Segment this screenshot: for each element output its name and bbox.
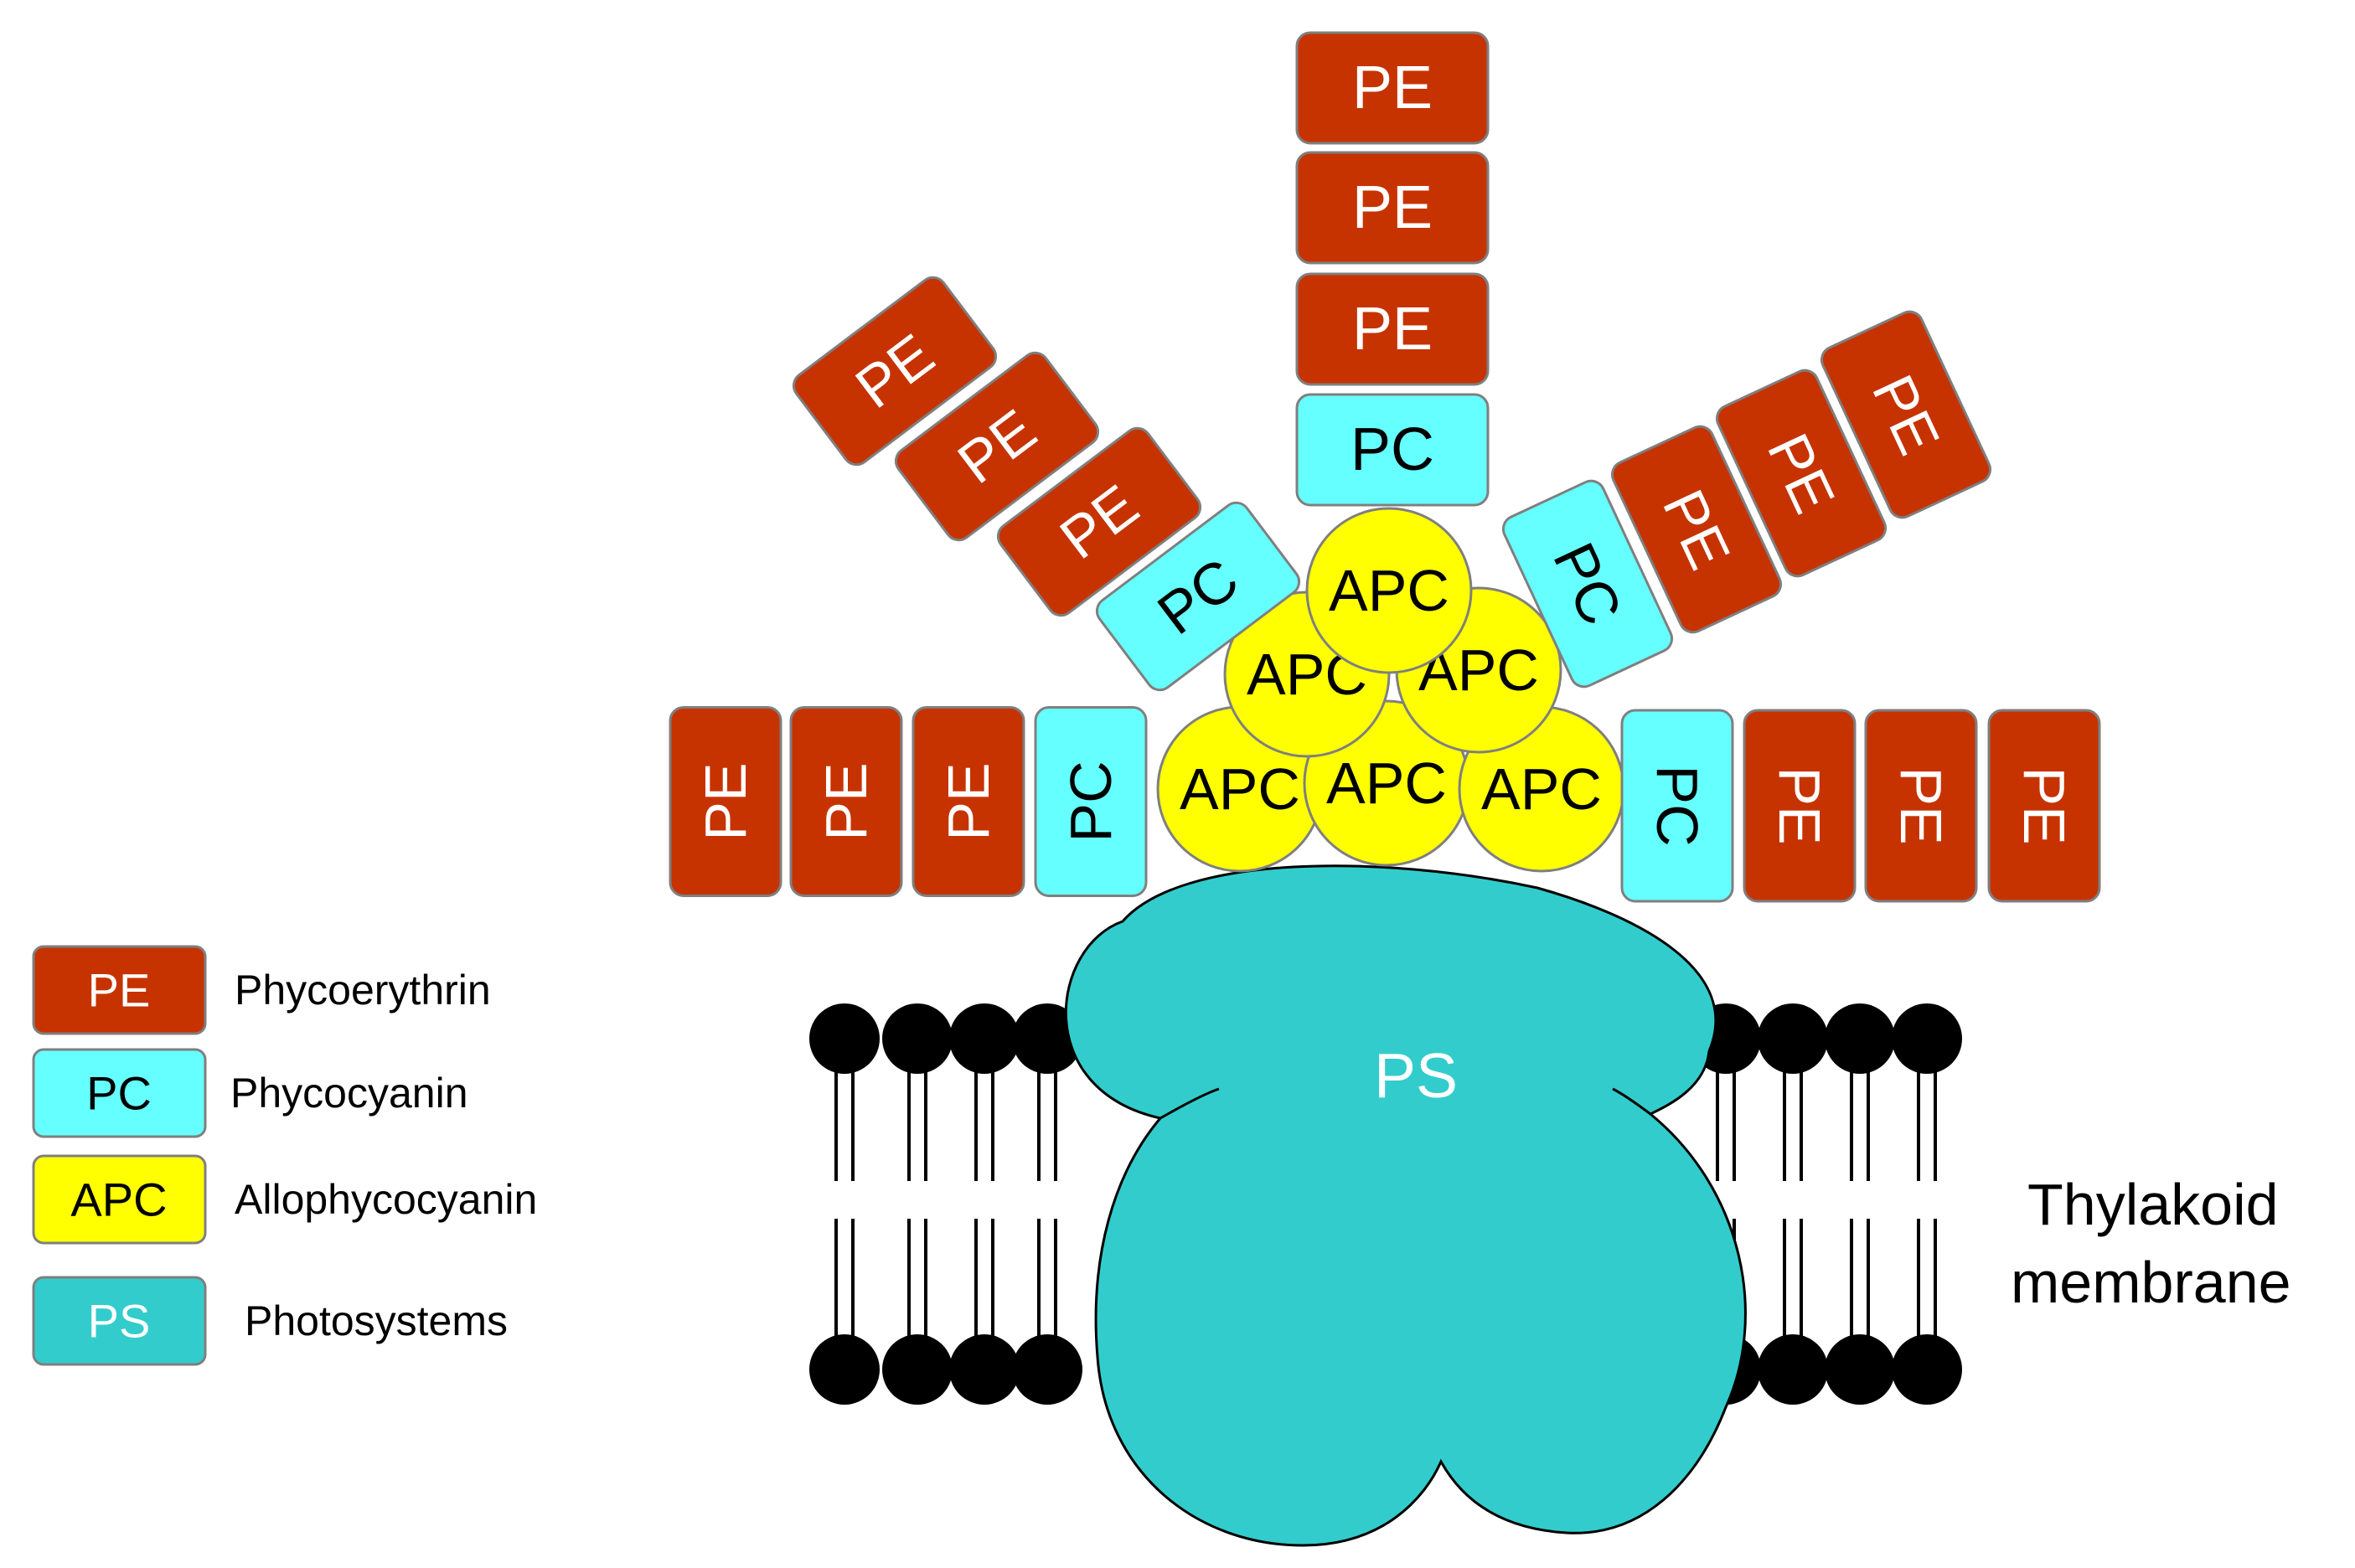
top-rod-pc-4-box <box>1295 393 1490 507</box>
upper-right-rod-pe-3: PE <box>1715 369 1888 578</box>
right-rod-pc-1: PC <box>1620 709 1734 903</box>
upper-right-rod-pe-4: PE <box>1820 310 1992 519</box>
right-rod-pe-3-box <box>1864 709 1978 903</box>
left-rod-pe-1-box <box>669 706 782 897</box>
top-rod-pe-3: PE <box>1295 272 1490 386</box>
apc-disc-2-label: APC <box>1326 750 1447 816</box>
right-rod-pc-1-box <box>1620 709 1734 903</box>
right-rod-pe-3: PE <box>1864 709 1978 903</box>
left-rod-pe-2: PE <box>789 706 903 897</box>
right-rod-pe-4: PE <box>1987 709 2101 903</box>
left-rod-pe-3-box <box>912 706 1025 897</box>
membrane-label-line2: membrane <box>2011 1250 2291 1315</box>
legend-abbr-pc: PC <box>86 1067 152 1120</box>
right-rod-pc-1-label: PC <box>1645 765 1710 846</box>
upper-right-rod-pe-2-box <box>1610 425 1783 634</box>
right-rod-pe-4-label: PE <box>2012 766 2077 844</box>
right-rod-pe-4-box <box>1987 709 2101 903</box>
photosystem-shape <box>1064 864 1747 1547</box>
legend-abbr-apc: APC <box>70 1173 167 1226</box>
upper-left-rod-pe-1: PE <box>792 276 998 467</box>
left-rod-pe-3-label: PE <box>936 762 1001 840</box>
left-rod-pe-1: PE <box>669 706 782 897</box>
lipid-tails-left <box>834 1039 1057 1361</box>
legend-abbr-ps: PS <box>88 1295 151 1348</box>
left-rod-pe-2-box <box>789 706 903 897</box>
legend-swatch-pe <box>32 945 207 1035</box>
top-rod-pe-3-box <box>1295 272 1490 386</box>
apc-disc-1-label: APC <box>1180 756 1300 822</box>
legend-item-apc: APC Allophycocyanin <box>32 1154 537 1245</box>
upper-left-rod-pc-4-box <box>1095 501 1301 692</box>
upper-left-rod-pc-4: PC <box>1095 501 1301 692</box>
left-rod-pe-2-label: PE <box>813 762 879 840</box>
top-rod-pc-4-label: PC <box>1351 416 1434 483</box>
left-rod-pc-4-box <box>1034 706 1148 897</box>
top-rod-pe-2-box <box>1295 151 1490 265</box>
upper-left-rod-pe-3-box <box>996 426 1202 617</box>
legend-item-ps: PS Photosystems <box>32 1276 508 1366</box>
lipid-heads <box>809 1003 1962 1405</box>
top-rod-pe-1: PE <box>1295 31 1490 145</box>
upper-right-rod-pe-2: PE <box>1610 425 1783 634</box>
legend-name-pe: Phycoerythrin <box>235 967 491 1014</box>
apc-disc-3-label: APC <box>1481 756 1602 822</box>
photosystem-inner-line-right <box>1612 1087 1651 1116</box>
legend-name-pc: Phycocyanin <box>230 1070 468 1117</box>
top-rod-pc-4: PC <box>1295 393 1490 507</box>
upper-left-rod-pe-2: PE <box>894 351 1100 542</box>
left-rod-pc-4-label: PC <box>1058 761 1123 842</box>
right-rod-pe-3-label: PE <box>1888 766 1954 844</box>
legend-swatch-ps <box>32 1276 207 1366</box>
top-rod-pe-2: PE <box>1295 151 1490 265</box>
lipid-tails-right <box>1716 1039 1937 1361</box>
upper-right-rod-pc-1-box <box>1501 479 1674 689</box>
upper-left-rod-pe-3: PE <box>996 426 1202 617</box>
top-rod-pe-2-label: PE <box>1352 174 1433 241</box>
membrane-label-line1: Thylakoid <box>2027 1172 2279 1237</box>
top-rod-pe-1-box <box>1295 31 1490 145</box>
photosystem-inner-line <box>1159 1087 1220 1120</box>
photosystem: PS <box>1064 864 1747 1547</box>
legend-swatch-pc <box>32 1048 207 1138</box>
legend-item-pe: PE Phycoerythrin <box>32 945 491 1035</box>
right-rod-pe-2: PE <box>1743 709 1857 903</box>
legend-abbr-pe: PE <box>88 964 151 1017</box>
right-rod-pe-2-box <box>1743 709 1857 903</box>
apc-disc-6-label: APC <box>1329 558 1449 623</box>
left-rod-pe-3: PE <box>912 706 1025 897</box>
legend-name-apc: Allophycocyanin <box>235 1176 537 1223</box>
apc-disc-6-circle <box>1305 507 1473 674</box>
right-rod-pe-2-label: PE <box>1767 766 1832 844</box>
lipid-heads-top-left <box>809 1003 1082 1074</box>
apc-disc-6: APC <box>1305 507 1473 674</box>
upper-right-rod-pc-1: PC <box>1501 479 1674 689</box>
top-rod-pe-3-label: PE <box>1352 296 1433 363</box>
photosystem-label: PS <box>1374 1040 1458 1111</box>
left-rod-pe-1-label: PE <box>693 762 758 840</box>
legend-swatch-apc <box>32 1154 207 1245</box>
upper-left-rod-pe-2-box <box>894 351 1100 542</box>
top-rod-pe-1-label: PE <box>1352 54 1433 121</box>
legend-name-ps: Photosystems <box>245 1297 508 1344</box>
lipid-heads-top-right <box>1691 1003 1962 1074</box>
thylakoid-membrane <box>809 1003 1962 1405</box>
upper-right-rod-pe-4-box <box>1820 310 1992 519</box>
membrane-label: Thylakoid membrane <box>2011 1172 2291 1315</box>
left-rod-pc-4: PC <box>1034 706 1148 897</box>
lipid-heads-bottom-left <box>809 1334 1082 1405</box>
legend-item-pc: PC Phycocyanin <box>32 1048 468 1138</box>
upper-right-rod-pe-3-box <box>1715 369 1888 578</box>
upper-left-rod-pe-1-box <box>792 276 998 467</box>
